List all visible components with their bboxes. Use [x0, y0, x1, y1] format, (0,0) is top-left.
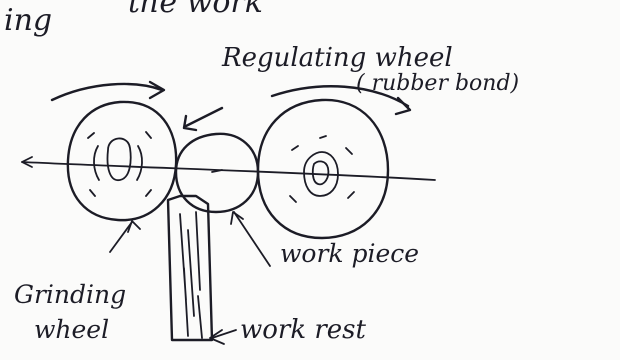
- header-fragment-right: the work: [128, 0, 263, 20]
- grinding-wheel-hub: [108, 138, 131, 180]
- regulating-wheel-bore: [313, 161, 329, 184]
- grinding-wheel-bore-left: [94, 146, 99, 180]
- grinding-wheel-rotation-arc: [52, 84, 162, 100]
- wheel-label: wheel: [34, 315, 109, 344]
- regulating-wheel-outer: [258, 100, 388, 238]
- work-piece-label: work piece: [280, 239, 419, 268]
- rubber-bond-label: ( rubber bond): [356, 71, 519, 96]
- grinding-wheel-outer: [68, 102, 176, 220]
- work-rest-hatching: [180, 212, 202, 338]
- work-piece-outline: [176, 134, 258, 212]
- work-rest: [168, 196, 212, 340]
- grinding-wheel-bore-right: [137, 146, 142, 180]
- work-piece-rotation-arrow: [186, 108, 222, 126]
- regulating-wheel: [258, 86, 410, 238]
- grinding-label: Grinding: [14, 280, 126, 309]
- center-line: [22, 162, 435, 180]
- work-rest-label: work rest: [240, 315, 367, 345]
- grinding-wheel: [52, 82, 176, 220]
- header-fragment-left: ing: [4, 3, 52, 38]
- regulating-wheel-label: Regulating wheel: [221, 43, 453, 73]
- regulating-wheel-grit-marks: [290, 136, 354, 202]
- grinding-wheel-leader-arrowhead: [128, 221, 140, 232]
- work-piece-leader: [234, 212, 270, 266]
- grinding-wheel-leader: [110, 222, 132, 252]
- grinding-wheel-rotation-arrowhead: [150, 82, 164, 98]
